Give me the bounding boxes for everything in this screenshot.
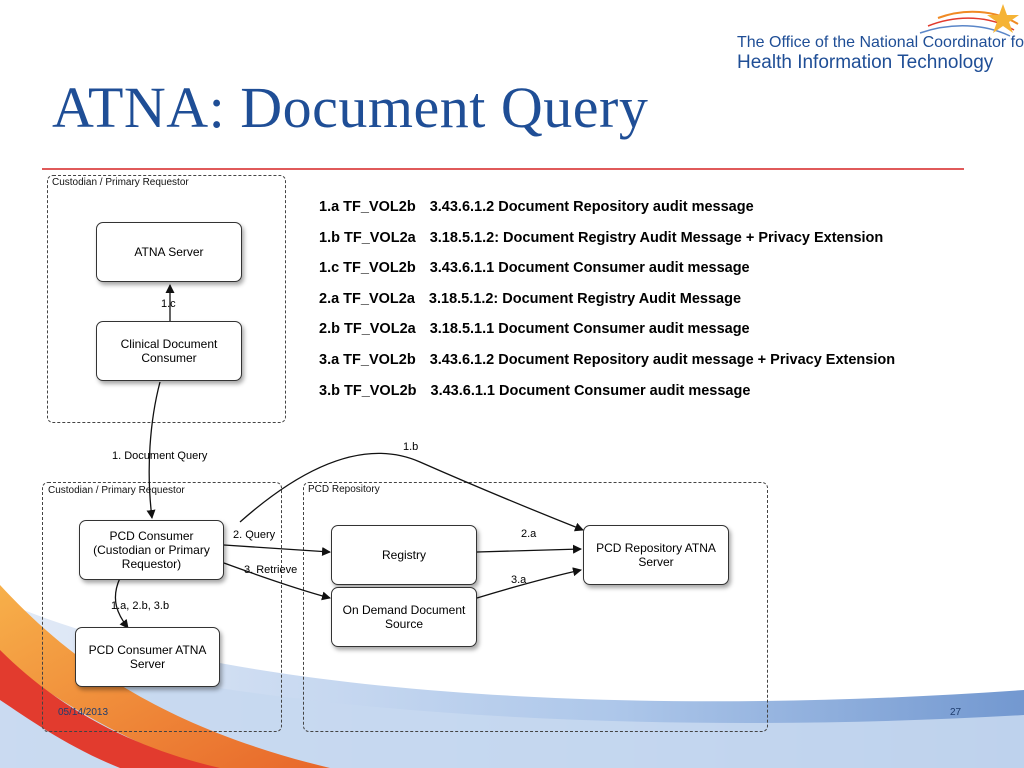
logo-line2: Health Information Technology (737, 52, 994, 73)
edge-retrieve (223, 562, 331, 601)
onc-logo: The Office of the National Coordinator f… (737, 34, 1024, 74)
top-custodian-group (47, 175, 286, 423)
reference-id: 1.a TF_VOL2b (319, 199, 416, 215)
edge-label-query: 2. Query (233, 529, 276, 541)
reference-desc: 3.43.6.1.1 Document Consumer audit messa… (430, 382, 751, 399)
reference-id: 3.b TF_VOL2b (319, 382, 417, 399)
edge-label-1c: 1.c (161, 298, 176, 310)
bottom-custodian-label: Custodian / Primary Requestor (48, 485, 185, 496)
red-swoosh (0, 650, 220, 768)
edge-label-2a: 2.a (521, 528, 537, 540)
reference-desc: 3.18.5.1.2: Document Registry Audit Mess… (429, 229, 884, 246)
reference-id: 1.b TF_VOL2a (319, 229, 416, 246)
edge-label-1b: 1.b (403, 441, 419, 453)
reference-list: 1.a TF_VOL2b 3.43.6.1.2 Document Reposito… (319, 192, 895, 406)
reference-item: 1.b TF_VOL2a 3.18.5.1.2: Document Registr… (319, 223, 895, 254)
pcd-consumer-atna-server-node: PCD Consumer ATNA Server (75, 627, 220, 687)
pcd-repository-group (303, 482, 768, 732)
slide-title: ATNA: Document Query (52, 75, 649, 140)
reference-desc: 3.18.5.1.1 Document Consumer audit messa… (429, 321, 750, 338)
edge-label-document-query: 1. Document Query (112, 450, 208, 462)
edge-1b (239, 452, 584, 532)
reference-item: 2.a TF_VOL2a 3.18.5.1.2: Document Registr… (319, 284, 895, 315)
reference-id: 1.c TF_VOL2b (319, 260, 416, 277)
edge-3a (476, 567, 582, 599)
edge-label-3a: 3.a (511, 574, 527, 586)
atna-server-node: ATNA Server (96, 222, 242, 282)
reference-id: 2.b TF_VOL2a (319, 321, 416, 338)
top-custodian-label: Custodian / Primary Requestor (52, 177, 189, 188)
reference-desc: 3.43.6.1.2 Document Repository audit mes… (429, 199, 754, 215)
reference-item: 1.a TF_VOL2b 3.43.6.1.2 Document Reposito… (319, 192, 895, 223)
reference-id: 3.a TF_VOL2b (319, 351, 416, 368)
pcd-repository-label: PCD Repository (308, 484, 380, 495)
logo-star-icon (987, 4, 1019, 33)
bottom-custodian-group (42, 482, 282, 732)
reference-desc: 3.43.6.1.2 Document Repository audit mes… (429, 351, 896, 368)
clinical-document-consumer-node: Clinical Document Consumer (96, 321, 242, 381)
reference-item: 1.c TF_VOL2b 3.43.6.1.1 Document Consumer… (319, 253, 895, 284)
on-demand-document-source-node: On Demand Document Source (331, 587, 477, 647)
title-divider (42, 168, 964, 170)
logo-arc-blue (919, 25, 1011, 37)
edge-1a2b3b (114, 577, 129, 629)
reference-item: 2.b TF_VOL2a 3.18.5.1.1 Document Consumer… (319, 314, 895, 345)
edge-2a (476, 544, 582, 554)
edge-query (223, 544, 331, 556)
edge-label-retrieve: 3. Retrieve (244, 564, 298, 576)
logo-line1: The Office of the National Coordinator f… (737, 34, 1024, 51)
page-number: 27 (950, 707, 962, 718)
edge-document-query (146, 381, 161, 519)
light-swoosh (0, 640, 1024, 768)
footer-date: 05/14/2013 (58, 707, 109, 718)
pcd-repository-atna-server-node: PCD Repository ATNA Server (583, 525, 729, 585)
reference-item: 3.a TF_VOL2b 3.43.6.1.2 Document Reposito… (319, 345, 895, 376)
reference-desc: 3.18.5.1.2: Document Registry Audit Mess… (428, 290, 742, 307)
registry-node: Registry (331, 525, 477, 585)
pcd-consumer-node: PCD Consumer (Custodian or Primary Reque… (79, 520, 224, 580)
edge-label-1a-2b-3b: 1.a, 2.b, 3.b (111, 600, 170, 612)
reference-item: 3.b TF_VOL2b 3.43.6.1.1 Document Consumer… (319, 376, 895, 407)
reference-id: 2.a TF_VOL2a (319, 290, 415, 307)
reference-desc: 3.43.6.1.1 Document Consumer audit messa… (429, 260, 750, 277)
